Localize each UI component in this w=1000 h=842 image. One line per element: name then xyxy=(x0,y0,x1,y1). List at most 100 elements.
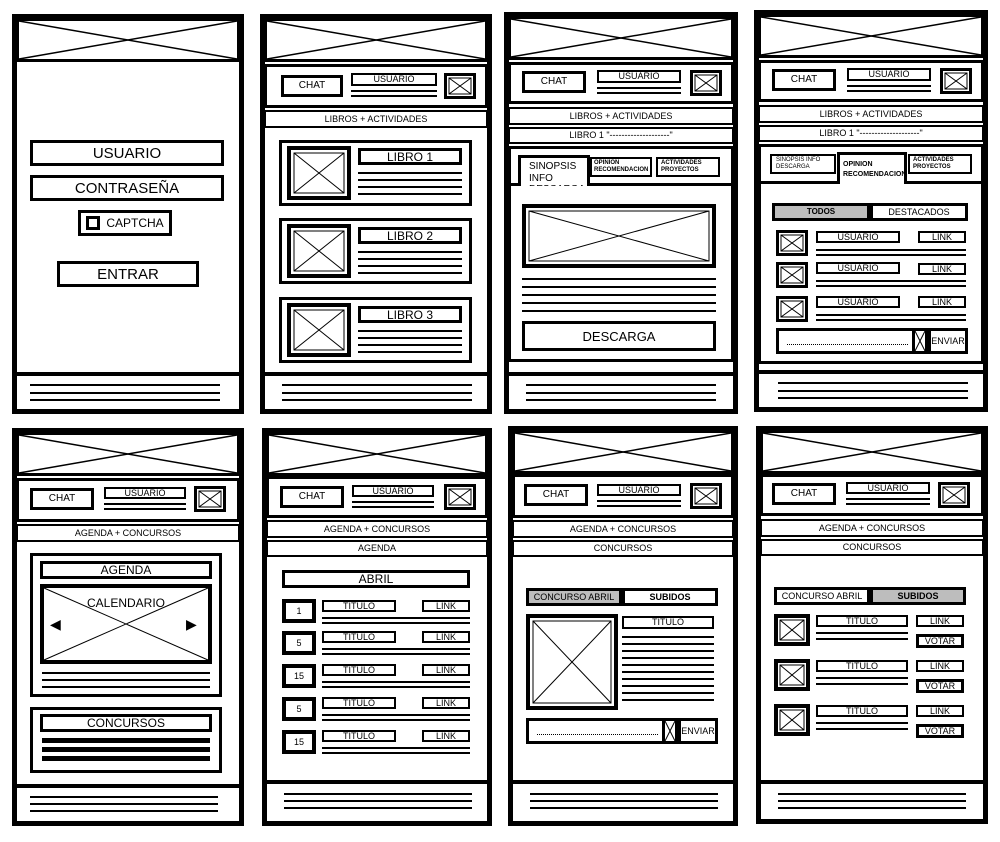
tab-synopsis[interactable]: SINOPSIS INFO DESCARGA xyxy=(770,154,836,174)
event-link[interactable]: LINK xyxy=(422,730,470,742)
download-button[interactable]: DESCARGA xyxy=(522,321,716,351)
avatar[interactable] xyxy=(444,484,476,510)
image-placeholder-icon xyxy=(779,664,805,686)
avatar[interactable] xyxy=(938,482,970,508)
tab-opinion[interactable]: OPINION RECOMENDACION xyxy=(590,157,652,177)
captcha-checkbox[interactable]: CAPTCHA xyxy=(78,210,172,236)
event-title[interactable]: TITULO xyxy=(322,600,396,612)
tab-contest-april[interactable]: CONCURSO ABRIL xyxy=(774,587,870,605)
avatar[interactable] xyxy=(690,70,722,96)
entry-thumbnail xyxy=(774,614,810,646)
event-day-badge: 15 xyxy=(282,664,316,688)
placeholder-x-icon xyxy=(18,20,238,60)
calendar-widget[interactable]: CALENDARIO ◀ ▶ xyxy=(40,584,212,664)
entry-title[interactable]: TITULO xyxy=(816,660,908,672)
avatar[interactable] xyxy=(444,73,476,99)
user-button[interactable]: USUARIO xyxy=(846,482,930,494)
section-title: AGENDA + CONCURSOS xyxy=(760,519,984,537)
username-field[interactable]: USUARIO xyxy=(30,140,224,166)
text-line xyxy=(358,351,462,353)
event-title[interactable]: TITULO xyxy=(322,664,396,676)
user-button[interactable]: USUARIO xyxy=(351,73,437,86)
upload-input[interactable] xyxy=(526,718,662,744)
chat-button[interactable]: CHAT xyxy=(30,488,94,510)
clear-input-button[interactable] xyxy=(662,718,678,744)
text-line xyxy=(622,685,714,687)
entry-title[interactable]: TITULO xyxy=(816,615,908,627)
comment-user[interactable]: USUARIO xyxy=(816,296,900,308)
chat-button[interactable]: CHAT xyxy=(772,69,836,91)
event-title[interactable]: TITULO xyxy=(322,631,396,643)
month-header[interactable]: ABRIL xyxy=(282,570,470,588)
entry-link[interactable]: LINK xyxy=(916,705,964,717)
entry-link[interactable]: LINK xyxy=(916,660,964,672)
comment-user[interactable]: USUARIO xyxy=(816,231,900,243)
user-info-line xyxy=(351,90,437,92)
event-link[interactable]: LINK xyxy=(422,697,470,709)
filter-all-tab[interactable]: TODOS xyxy=(772,203,870,221)
footer-divider xyxy=(508,780,738,784)
user-button[interactable]: USUARIO xyxy=(352,485,434,497)
close-icon xyxy=(664,720,676,742)
send-button[interactable]: ENVIAR xyxy=(678,718,718,744)
text-line xyxy=(816,683,908,685)
avatar[interactable] xyxy=(690,483,722,509)
entry-title[interactable]: TITULO xyxy=(816,705,908,717)
book-title-bar: LIBRO 1 "--------------------" xyxy=(508,127,734,144)
vote-button[interactable]: VOTAR xyxy=(916,679,964,693)
book-title[interactable]: LIBRO 2 xyxy=(358,227,462,244)
user-button[interactable]: USUARIO xyxy=(597,484,681,496)
image-placeholder-icon xyxy=(532,620,612,704)
event-title[interactable]: TITULO xyxy=(322,697,396,709)
header-image-placeholder xyxy=(760,430,984,474)
tab-activities[interactable]: ACTIVIDADES PROYECTOS xyxy=(656,157,720,177)
chat-button[interactable]: CHAT xyxy=(522,71,586,93)
tab-contest-april[interactable]: CONCURSO ABRIL xyxy=(526,588,622,606)
user-info-line xyxy=(597,505,681,507)
tab-uploaded[interactable]: SUBIDOS xyxy=(622,588,718,606)
comment-link[interactable]: LINK xyxy=(918,296,966,308)
footer-divider xyxy=(262,780,492,784)
comment-link[interactable]: LINK xyxy=(918,231,966,243)
footer-line xyxy=(778,390,968,392)
next-arrow-icon[interactable]: ▶ xyxy=(186,616,197,632)
avatar[interactable] xyxy=(940,68,972,94)
comment-input[interactable] xyxy=(776,328,912,354)
event-link[interactable]: LINK xyxy=(422,631,470,643)
footer-divider xyxy=(12,372,244,376)
comment-user[interactable]: USUARIO xyxy=(816,262,900,274)
text-line xyxy=(322,622,470,624)
filter-featured-tab[interactable]: DESTACADOS xyxy=(870,203,968,221)
chat-button[interactable]: CHAT xyxy=(280,486,344,508)
send-button[interactable]: ENVIAR xyxy=(928,328,968,354)
avatar-placeholder-icon xyxy=(942,486,966,504)
event-link[interactable]: LINK xyxy=(422,600,470,612)
book-title[interactable]: LIBRO 3 xyxy=(358,306,462,323)
user-button[interactable]: USUARIO xyxy=(847,68,931,81)
entry-link[interactable]: LINK xyxy=(916,615,964,627)
contest-title[interactable]: TITULO xyxy=(622,616,714,629)
user-info-line xyxy=(597,92,681,94)
chat-button[interactable]: CHAT xyxy=(524,484,588,506)
chat-button[interactable]: CHAT xyxy=(772,483,836,505)
event-title[interactable]: TITULO xyxy=(322,730,396,742)
vote-button[interactable]: VOTAR xyxy=(916,724,964,738)
tab-activities[interactable]: ACTIVIDADES PROYECTOS xyxy=(908,154,972,174)
enter-button[interactable]: ENTRAR xyxy=(57,261,199,287)
prev-arrow-icon[interactable]: ◀ xyxy=(50,616,61,632)
comment-link[interactable]: LINK xyxy=(918,263,966,275)
user-button[interactable]: USUARIO xyxy=(104,487,186,499)
avatar[interactable] xyxy=(194,486,226,512)
event-link[interactable]: LINK xyxy=(422,664,470,676)
header-image-placeholder xyxy=(16,432,240,476)
chat-button[interactable]: CHAT xyxy=(281,75,343,97)
section-subtitle: AGENDA xyxy=(266,540,488,557)
footer-line xyxy=(30,796,218,798)
image-placeholder-icon xyxy=(43,587,209,661)
vote-button[interactable]: VOTAR xyxy=(916,634,964,648)
tab-uploaded[interactable]: SUBIDOS xyxy=(870,587,966,605)
password-field[interactable]: CONTRASEÑA xyxy=(30,175,224,201)
book-title[interactable]: LIBRO 1 xyxy=(358,148,462,165)
user-button[interactable]: USUARIO xyxy=(597,70,681,83)
clear-input-button[interactable] xyxy=(912,328,928,354)
